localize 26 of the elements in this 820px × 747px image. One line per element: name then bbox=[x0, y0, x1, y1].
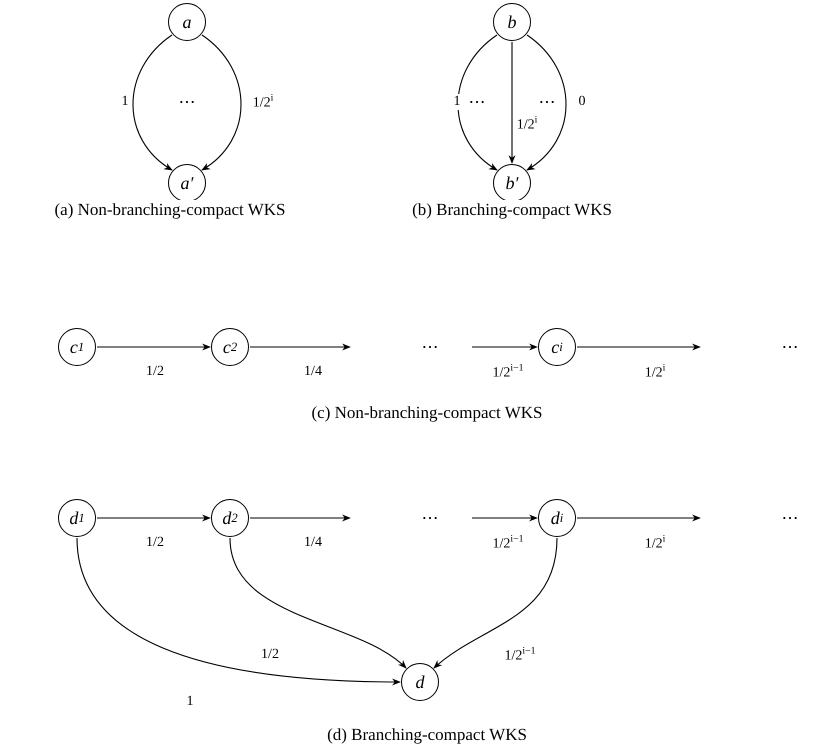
arrow bbox=[577, 343, 701, 351]
arrow bbox=[472, 343, 538, 351]
state-circle: a bbox=[168, 3, 206, 41]
arrow bbox=[201, 34, 242, 170]
arrow bbox=[577, 514, 701, 522]
caption: (b) Branching-compact WKS bbox=[411, 200, 613, 220]
arrow bbox=[250, 514, 351, 522]
arrow bbox=[433, 538, 558, 669]
state-circle: a′ bbox=[168, 164, 206, 202]
arrow bbox=[97, 343, 211, 351]
caption: (a) Non-branching-compact WKS bbox=[54, 200, 286, 220]
arrow bbox=[526, 34, 566, 170]
arrow bbox=[472, 514, 538, 522]
caption: (c) Non-branching-compact WKS bbox=[310, 403, 544, 423]
state-circle: d bbox=[401, 663, 439, 701]
arrow bbox=[229, 538, 407, 669]
state-circle: b bbox=[493, 3, 531, 41]
caption: (d) Branching-compact WKS bbox=[326, 725, 528, 745]
arrow bbox=[250, 343, 351, 351]
arrow bbox=[132, 34, 173, 170]
state-circle: b′ bbox=[493, 164, 531, 202]
edge-label: 1 bbox=[452, 94, 462, 110]
arrow bbox=[97, 514, 211, 522]
arrow bbox=[458, 34, 498, 170]
arrow bbox=[508, 42, 516, 164]
arrow bbox=[76, 538, 401, 686]
